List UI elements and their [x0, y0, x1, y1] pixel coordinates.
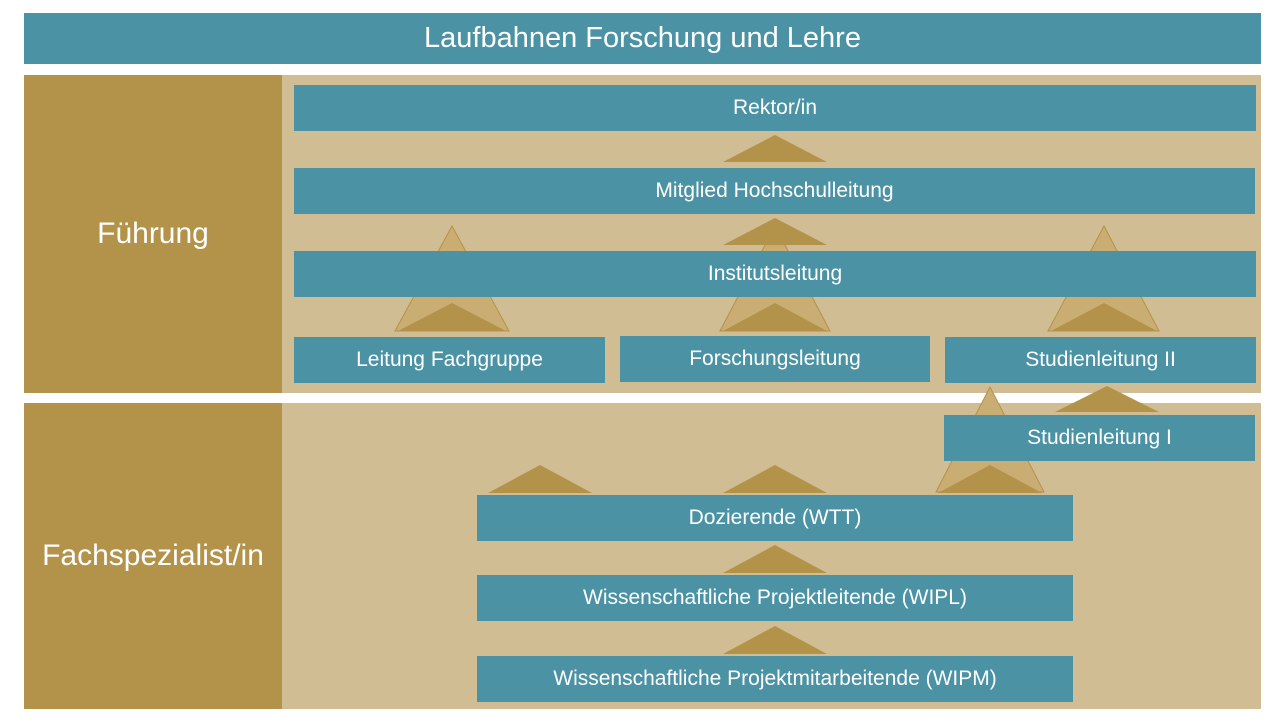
category-fachspezialist: Fachspezialist/in [24, 403, 282, 709]
role-wipm: Wissenschaftliche Projektmitarbeitende (… [477, 656, 1073, 702]
arrow-to-hochschulleitung [723, 218, 827, 245]
role-institutsleitung: Institutsleitung [294, 251, 1256, 297]
role-dozierende: Dozierende (WTT) [477, 495, 1073, 541]
arrow-dozierende-to-fachgruppe [488, 465, 592, 493]
category-fuehrung: Führung [24, 75, 282, 393]
role-wipl-label: Wissenschaftliche Projektleitende (WIPL) [583, 586, 967, 609]
role-studienleitung-2: Studienleitung II [945, 337, 1256, 383]
arrow-forschung-to-institut [723, 303, 827, 331]
arrow-studienleitung-2-to-institut [1051, 303, 1157, 331]
role-hochschulleitung: Mitglied Hochschulleitung [294, 168, 1255, 214]
role-leitung-fachgruppe: Leitung Fachgruppe [294, 337, 605, 383]
role-hochschulleitung-label: Mitglied Hochschulleitung [655, 179, 894, 202]
role-forschungsleitung: Forschungsleitung [620, 336, 930, 382]
category-fuehrung-label: Führung [97, 217, 209, 250]
arrow-studienleitung-1-to-2 [1055, 386, 1159, 412]
arrow-dozierende-to-forschung [723, 465, 827, 493]
role-rektor-label: Rektor/in [732, 96, 818, 119]
role-forschungsleitung-label: Forschungsleitung [689, 347, 861, 370]
role-wipl: Wissenschaftliche Projektleitende (WIPL) [477, 575, 1073, 621]
arrow-wipl-to-dozierende [723, 545, 827, 573]
role-studienleitung-1-label: Studienleitung I [1027, 426, 1172, 449]
role-institutsleitung-label: Institutsleitung [707, 262, 843, 285]
role-wipm-label: Wissenschaftliche Projektmitarbeitende (… [553, 667, 997, 690]
category-fachspezialist-label: Fachspezialist/in [42, 539, 264, 572]
role-dozierende-label: Dozierende (WTT) [688, 506, 862, 529]
role-studienleitung-1: Studienleitung I [944, 415, 1255, 461]
arrow-to-rektor [723, 135, 827, 162]
role-rektor: Rektor/in [294, 85, 1256, 131]
arrow-dozierende-to-studienleitung-1 [938, 465, 1042, 493]
arrow-wipm-to-wipl [723, 626, 827, 654]
arrow-fachgruppe-to-institut [398, 303, 506, 331]
role-studienleitung-2-label: Studienleitung II [1025, 348, 1176, 371]
diagram-title: Laufbahnen Forschung und Lehre [24, 13, 1261, 64]
role-leitung-fachgruppe-label: Leitung Fachgruppe [356, 348, 543, 371]
